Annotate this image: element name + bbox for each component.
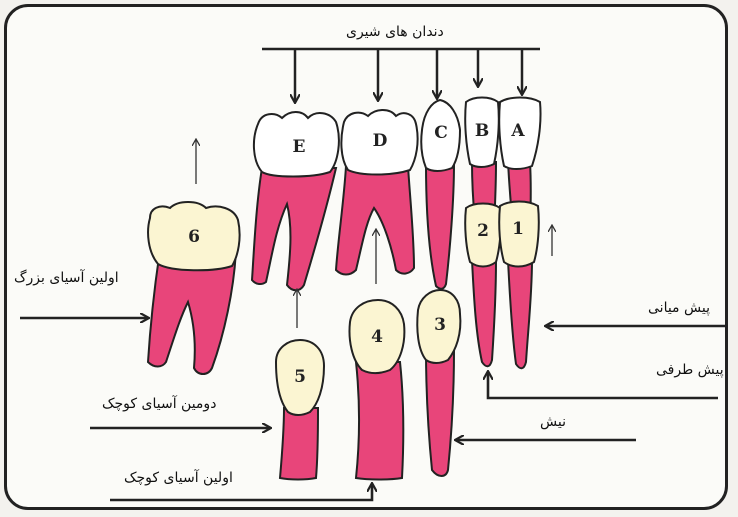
- permanent-tooth-1-label: 1: [512, 219, 524, 239]
- permanent-tooth-3-label: 3: [434, 315, 446, 335]
- lateral-incisor-label: پیش طرفی: [656, 362, 724, 378]
- permanent-tooth-5-label: 5: [294, 367, 306, 387]
- primary-tooth-e-label: E: [293, 137, 306, 157]
- primary-tooth-e: E: [252, 112, 339, 290]
- primary-teeth-bracket: [262, 49, 540, 102]
- permanent-tooth-4-label: 4: [371, 327, 383, 347]
- primary-tooth-c: C: [421, 100, 460, 289]
- permanent-tooth-2-label: 2: [477, 221, 489, 241]
- permanent-tooth-6: 6: [148, 202, 240, 374]
- primary-tooth-c-label: C: [434, 123, 448, 143]
- permanent-tooth-3: 3: [417, 290, 460, 476]
- permanent-tooth-5: 5: [276, 340, 324, 480]
- permanent-tooth-4: 4: [350, 300, 405, 480]
- central-incisor-label: پیش میانی: [648, 300, 710, 316]
- first-premolar-pointer: [110, 484, 372, 500]
- canine-label: نیش: [540, 414, 566, 430]
- permanent-tooth-1: 1: [499, 202, 539, 369]
- first-molar-label: اولین آسیای بزرگ: [14, 270, 119, 286]
- permanent-tooth-6-label: 6: [188, 227, 200, 247]
- primary-teeth-label: دندان های شیری: [346, 24, 444, 40]
- primary-tooth-a-label: A: [510, 121, 525, 141]
- first-premolar-label: اولین آسیای کوچک: [124, 470, 233, 486]
- second-premolar-label: دومین آسیای کوچک: [102, 396, 216, 412]
- primary-tooth-b-label: B: [475, 121, 489, 141]
- primary-tooth-d-label: D: [373, 131, 388, 151]
- primary-tooth-d: D: [336, 110, 418, 275]
- permanent-tooth-2: 2: [465, 204, 501, 367]
